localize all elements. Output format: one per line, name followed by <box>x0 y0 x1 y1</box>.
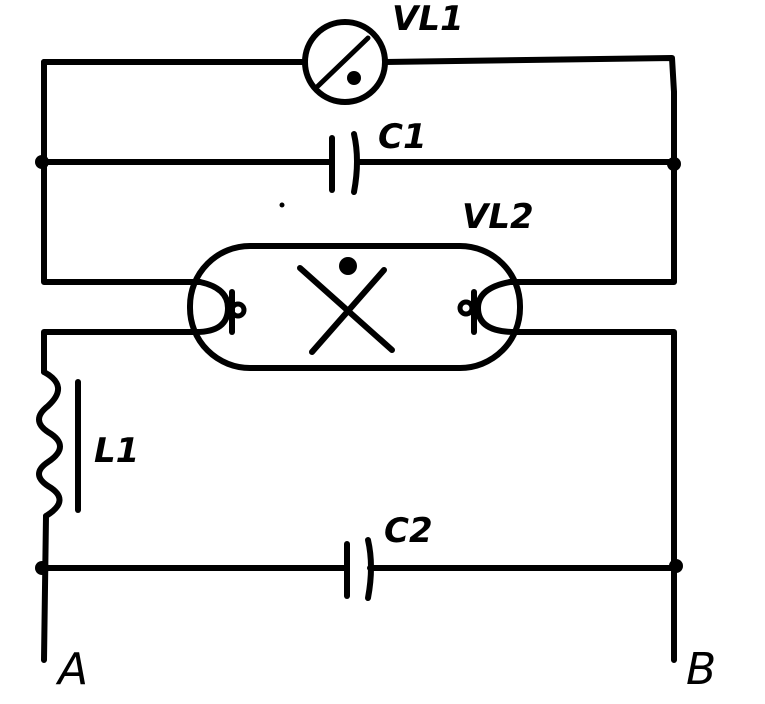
l1-label: L1 <box>94 431 139 471</box>
wire-right-outer <box>507 89 677 285</box>
junction-dot <box>667 157 681 171</box>
left-filament <box>193 279 231 335</box>
capacitor-icon <box>329 131 360 195</box>
terminal-a-label: A <box>55 644 88 695</box>
terminal-b-label: B <box>686 644 716 695</box>
wire-tube-to-l1 <box>41 329 199 375</box>
c1-label: C1 <box>378 117 427 157</box>
junction-dot <box>669 559 683 573</box>
c2-branch: C2 <box>35 511 683 601</box>
wire-l1-to-a <box>41 513 49 663</box>
gas-dot <box>339 257 357 275</box>
vl1-label: VL1 <box>392 0 464 39</box>
wire-tube-to-b <box>512 329 677 663</box>
inductor-icon: L1 <box>36 369 139 519</box>
vl2-label: VL2 <box>462 197 534 237</box>
junction-dot <box>35 155 49 169</box>
capacitor-icon <box>344 537 374 601</box>
c2-label: C2 <box>384 511 433 551</box>
c1-branch: C1 <box>35 117 681 195</box>
stray-mark <box>279 202 285 208</box>
fluorescent-tube-icon: VL2 <box>187 197 534 371</box>
right-filament <box>475 279 518 335</box>
starter-lamp-icon <box>302 19 388 105</box>
junction-dot <box>35 561 49 575</box>
vl1-branch: VL1 <box>41 0 677 105</box>
wire-top-right <box>382 55 677 95</box>
wire-left-outer <box>41 59 203 285</box>
gas-cross-b <box>309 267 387 355</box>
inductor-coil <box>36 369 63 519</box>
tube-body <box>187 243 523 371</box>
